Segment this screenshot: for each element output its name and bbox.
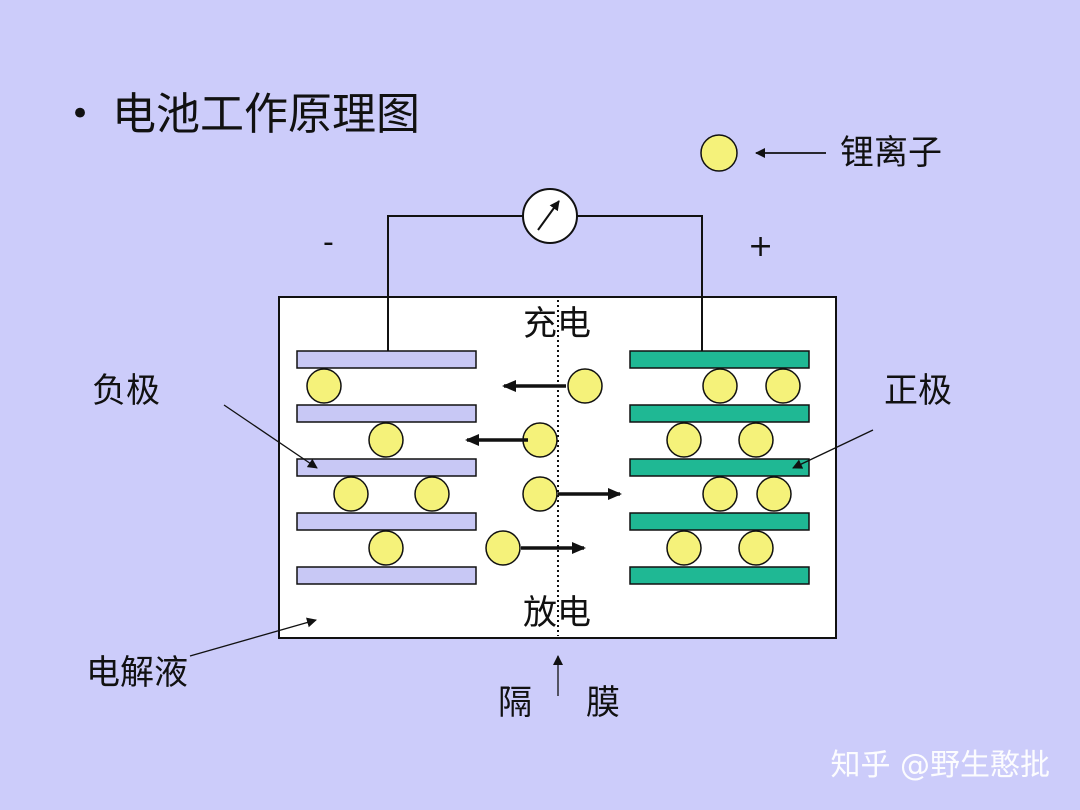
- positive-pointer: [792, 429, 874, 469]
- ion: [368, 530, 404, 566]
- electrolyte-pointer: [189, 617, 317, 657]
- galvanometer-icon: [522, 188, 578, 244]
- separator-label-right: 膜: [586, 683, 620, 723]
- discharge-label: 放电: [523, 593, 591, 633]
- title-text: 电池工作原理图: [112, 89, 420, 140]
- bullet-point: •: [70, 94, 91, 134]
- minus-sign: -: [323, 225, 334, 260]
- callout-pointers: [189, 404, 874, 696]
- ion: [567, 368, 603, 404]
- ion: [738, 422, 774, 458]
- positive-plate: [629, 404, 810, 423]
- ion: [738, 530, 774, 566]
- negative-electrode: [296, 350, 477, 585]
- negative-plate: [296, 512, 477, 531]
- ion: [702, 476, 738, 512]
- ion: [368, 422, 404, 458]
- positive-plate: [629, 512, 810, 531]
- ion: [666, 530, 702, 566]
- ion: [765, 368, 801, 404]
- negative-plate: [296, 404, 477, 423]
- ion: [522, 422, 558, 458]
- ion-flow-arrows: [465, 380, 622, 554]
- slide-title: • 电池工作原理图: [70, 78, 420, 142]
- ion: [756, 476, 792, 512]
- separator-label-left: 隔: [498, 683, 532, 723]
- positive-plate: [629, 458, 810, 477]
- lithium-ions: [306, 368, 801, 566]
- positive-plate: [629, 350, 810, 369]
- ion: [702, 368, 738, 404]
- ion: [522, 476, 558, 512]
- positive-plate: [629, 566, 810, 585]
- negative-electrode-label: 负极: [92, 371, 160, 411]
- ion: [306, 368, 342, 404]
- ion: [485, 530, 521, 566]
- positive-electrode-label: 正极: [884, 371, 952, 411]
- negative-pointer: [223, 404, 318, 469]
- electrolyte-label: 电解液: [86, 653, 188, 693]
- ion: [666, 422, 702, 458]
- ion: [333, 476, 369, 512]
- negative-plate: [296, 350, 477, 369]
- negative-plate: [296, 458, 477, 477]
- charge-label: 充电: [523, 304, 591, 344]
- negative-plate: [296, 566, 477, 585]
- ion: [414, 476, 450, 512]
- legend-ion-icon: [700, 134, 738, 172]
- legend-label: 锂离子: [840, 133, 942, 173]
- legend: [700, 134, 826, 172]
- positive-electrode: [629, 350, 810, 585]
- plus-sign: +: [748, 229, 774, 264]
- watermark: 知乎 @野生憨批: [830, 748, 1050, 783]
